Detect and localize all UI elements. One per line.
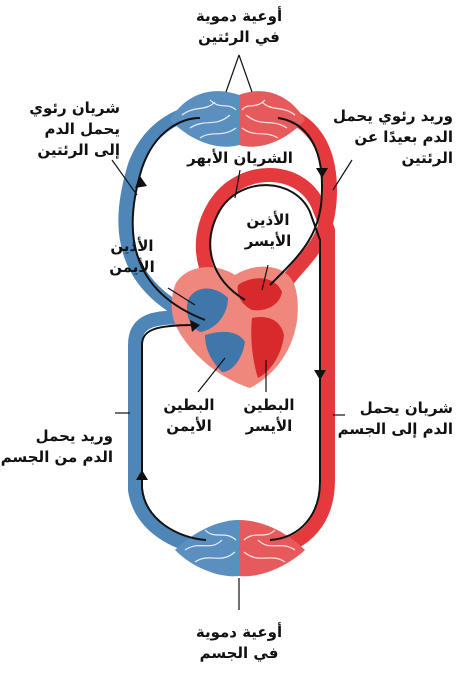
label-lung-capillaries: أوعية دموية في الرئتين <box>196 6 282 48</box>
label-left-atrium: الأذين الأيسر <box>245 210 292 252</box>
label-lung-capillaries-line1: أوعية دموية <box>196 6 282 27</box>
label-left-atrium-line1: الأذين <box>245 210 292 231</box>
label-pulmonary-vein-line3: الرئتين <box>333 148 453 169</box>
label-lung-capillaries-line2: في الرئتين <box>196 27 282 48</box>
label-right-atrium: الأذين الأيمن <box>109 236 155 278</box>
leader-lung-capillaries-blue <box>226 55 239 92</box>
label-pulmonary-vein: وريد رئوي يحمل الدم بعيدًا عن الرئتين <box>333 106 453 169</box>
label-right-ventricle-line2: الأيمن <box>163 416 214 437</box>
label-body-capillaries-line2: في الجسم <box>196 643 282 664</box>
label-pulmonary-artery-line1: شريان رئوي <box>29 98 120 119</box>
label-right-atrium-line1: الأذين <box>109 236 155 257</box>
label-pulmonary-vein-line2: الدم بعيدًا عن <box>333 127 453 148</box>
lung-capillaries-blue <box>170 91 239 147</box>
label-body-vein: وريد يحمل الدم من الجسم <box>1 426 113 468</box>
label-pulmonary-vein-line1: وريد رئوي يحمل <box>333 106 453 127</box>
label-pulmonary-artery: شريان رئوي يحمل الدم إلى الرئتين <box>29 98 120 161</box>
label-left-ventricle: البطين الأيسر <box>243 395 294 437</box>
label-aorta: الشريان الأبهر <box>187 148 293 169</box>
label-pulmonary-artery-line2: يحمل الدم <box>29 119 120 140</box>
label-left-ventricle-line1: البطين <box>243 395 294 416</box>
label-body-artery-line1: شريان يحمل <box>338 398 453 419</box>
label-right-ventricle: البطين الأيمن <box>163 395 214 437</box>
body-capillaries-blue <box>175 520 239 576</box>
heart <box>172 267 298 388</box>
leader-lung-capillaries-red <box>239 55 252 92</box>
label-body-vein-line2: الدم من الجسم <box>1 447 113 468</box>
label-body-capillaries: أوعية دموية في الجسم <box>196 622 282 664</box>
label-body-vein-line1: وريد يحمل <box>1 426 113 447</box>
label-body-capillaries-line1: أوعية دموية <box>196 622 282 643</box>
body-capillaries-red <box>239 520 305 576</box>
label-left-ventricle-line2: الأيسر <box>243 416 294 437</box>
label-body-artery-line2: الدم إلى الجسم <box>338 419 453 440</box>
left-ventricle-chamber <box>251 317 284 378</box>
label-body-artery: شريان يحمل الدم إلى الجسم <box>338 398 453 440</box>
label-right-ventricle-line1: البطين <box>163 395 214 416</box>
label-pulmonary-artery-line3: إلى الرئتين <box>29 140 120 161</box>
label-right-atrium-line2: الأيمن <box>109 257 155 278</box>
lung-capillaries-red <box>239 91 305 147</box>
label-left-atrium-line2: الأيسر <box>245 231 292 252</box>
body-capillary-bed <box>175 520 305 576</box>
